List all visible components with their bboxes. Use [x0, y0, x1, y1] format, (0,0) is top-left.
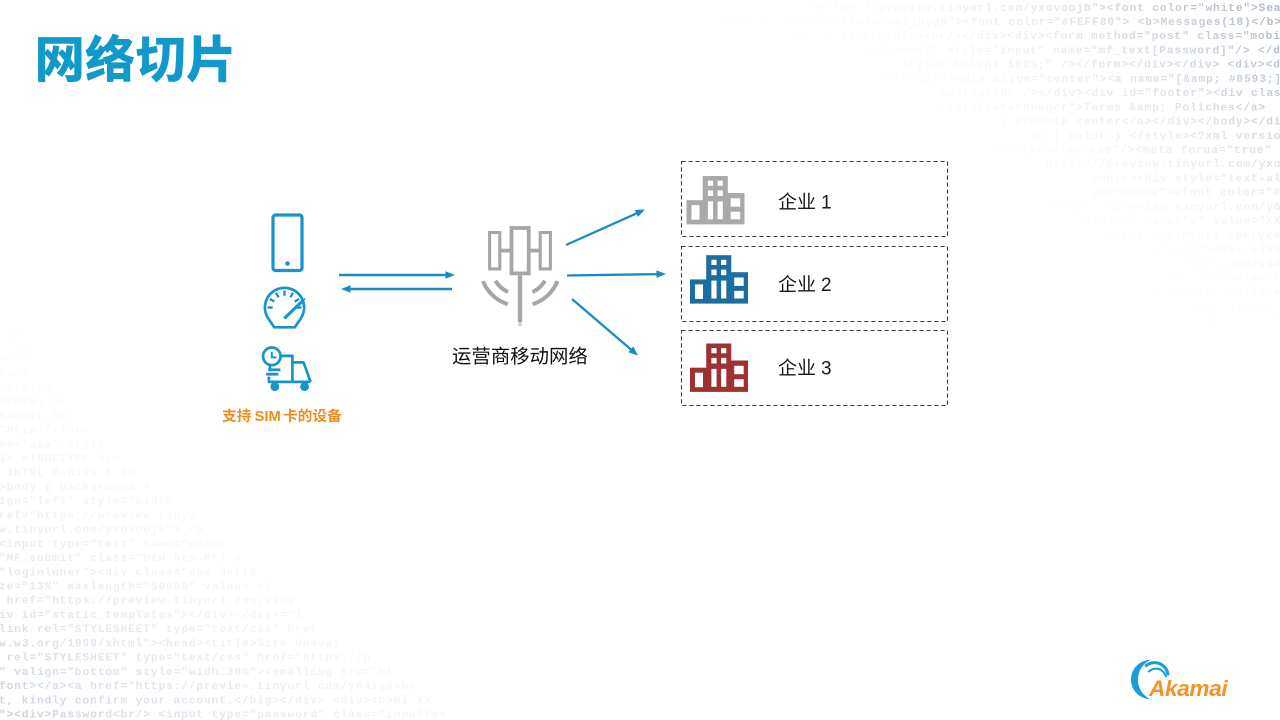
svg-text:"https://preview.tinyurl.com/y: "https://preview.tinyurl.com/y64 — [1046, 202, 1280, 214]
svg-text:adding:<br /></div><div id="fo: adding:<br /></div><div id="footer"><div… — [940, 88, 1280, 100]
svg-text:<html>h: <html>h — [0, 382, 52, 394]
svg-text:ign="left" style="width: ign="left" style="width — [0, 496, 174, 508]
svg-text:1: 1 — [821, 193, 832, 214]
svg-text:w="https://preview.tinyurl.com: w="https://preview.tinyurl.com/yxovoojb"… — [795, 3, 1280, 15]
svg-text:https://tinyurl.com/y64b: https://tinyurl.com/y64b — [1107, 259, 1280, 271]
svg-text:lb"aelb"><div class: lb"aelb"><div class — [1145, 245, 1280, 257]
svg-text:3: 3 — [821, 359, 832, 380]
svg-text:link rel="STYLESHEET" type="te: link rel="STYLESHEET" type="text/css" hr… — [0, 624, 318, 636]
svg-text:ref="https://preview.tinyu: ref="https://preview.tinyu — [0, 510, 196, 522]
svg-text:body {: body { — [0, 368, 45, 380]
svg-text:"http://forw: "http://forw — [0, 425, 90, 437]
svg-text:SIM: SIM — [255, 409, 281, 425]
svg-text:XHTML MoBile 1.2<: XHTML MoBile 1.2< — [0, 468, 136, 480]
svg-text:form action="mobileforms1jbyg8: form action="mobileforms1jbyg8"><font co… — [720, 17, 1280, 29]
svg-text:"><div>Password<br/> <input ty: "><div>Password<br/> <input type="passwo… — [0, 710, 447, 720]
svg-text:mc { color:} </style><?xml ver: mc { color:} </style><?xml version — [1031, 131, 1280, 143]
svg-text:g wpvote: children: g wpvote: children — [1152, 287, 1280, 299]
svg-text:y_mFmObip center</a></div></bo: y_mFmObip center</a></div></body></div — [1000, 117, 1280, 129]
svg-text:href="https://preview.tinyurl.: href="https://preview.tinyurl.com/yxov — [0, 596, 295, 608]
svg-text:rel="STYLESHEET" type="text/cs: rel="STYLESHEET" type="text/css" href="h… — [0, 653, 371, 665]
svg-text:font></a><a href="https://prev: font></a><a href="https://previe».tinyur… — [0, 681, 417, 693]
svg-text:u.abs slim="b: u.abs slim="b — [1190, 316, 1280, 328]
svg-text:w.tinyurl.com/yxovoojb"> <p: w.tinyurl.com/yxovoojb"> <p — [0, 525, 204, 537]
svg-text:>body { background:#: >body { background:# — [0, 482, 151, 494]
svg-text:ss="aaa" style: ss="aaa" style — [0, 439, 105, 451]
svg-text:" valign="bottom" style="widh:: " valign="bottom" style="widh:30%"><smal… — [0, 667, 394, 679]
svg-text:="https://tinyurl.com/yxovo: ="https://tinyurl.com/yxovo — [1091, 230, 1280, 242]
svg-text:idth:92%"><div align="center">: idth:92%"><div align="center"><a name="[… — [880, 74, 1280, 86]
svg-text:n style="height:100%;" /></for: n style="height:100%;" /></form></div></… — [886, 60, 1280, 72]
svg-text:"loginlnner"><div class="abc d: "loginlnner"><div class="abc def12 — [0, 567, 257, 579]
svg-text:css: //preview.ti: css: //preview.ti — [1160, 273, 1280, 285]
svg-text:<?xm: <?xm — [0, 340, 29, 352]
svg-text:e="uname2" style="input" name=: e="uname2" style="input" name="mf_text[P… — [863, 46, 1280, 58]
svg-text:Akamai: Akamai — [1148, 676, 1228, 701]
svg-text:2: 2 — [821, 275, 832, 296]
svg-text:<!D: <!D — [0, 326, 22, 338]
svg-text:t, kindly confirm your account: t, kindly confirm your account.</big></d… — [0, 695, 432, 707]
svg-text:s=<div irz: s=<div irz — [0, 411, 75, 423]
svg-text:ze="13%" maxlength="50000" val: ze="13%" maxlength="50000" value= si — [0, 582, 272, 594]
svg-text:hidden" name="p" value="XXp: hidden" name="p" value="XXp — [1084, 216, 1280, 228]
svg-text:nk="/preview.css"/><meta forua: nk="/preview.css"/><meta forua="true" — [991, 145, 1272, 157]
svg-text:href="//preview.tinyurl.com/yx: href="//preview.tinyurl.com/yxov — [1046, 159, 1280, 171]
svg-text:"MF_submit" class="btn btn-MF1: "MF_submit" class="btn btn-MF1 d — [0, 553, 242, 565]
svg-text:sonic><div style="text-ali: sonic><div style="text-ali — [1092, 173, 1280, 185]
svg-text:l> <!DOCTYPE htm: l> <!DOCTYPE htm — [0, 454, 121, 466]
svg-text:registrere<hbuqcr">Terms &amp;: registrere<hbuqcr">Terms &amp; Poliches<… — [939, 102, 1266, 114]
svg-text:=cHtml hk: =cHtml hk — [0, 397, 67, 409]
svg-text:zt;"> aziv hidden<br/></div><d: zt;"> aziv hidden<br/></div><div><form m… — [795, 31, 1280, 43]
svg-text:"lea" align="t: "lea" align="t — [1183, 301, 1280, 313]
svg-text:w.w3.org/1999/xhtml"><head><ti: w.w3.org/1999/xhtml"><head><title>Site U… — [0, 638, 341, 650]
svg-text:=utf-: =utf- — [0, 354, 37, 366]
svg-text:<input type="text" name="uname: <input type="text" name="uname — [0, 539, 227, 551]
svg-text:ybyfounce"><font color="#FE: ybyfounce"><font color="#FE — [1091, 188, 1280, 200]
svg-text:iv id="static_templates"></div: iv id="static_templates"></div></div>="1 — [0, 610, 310, 622]
